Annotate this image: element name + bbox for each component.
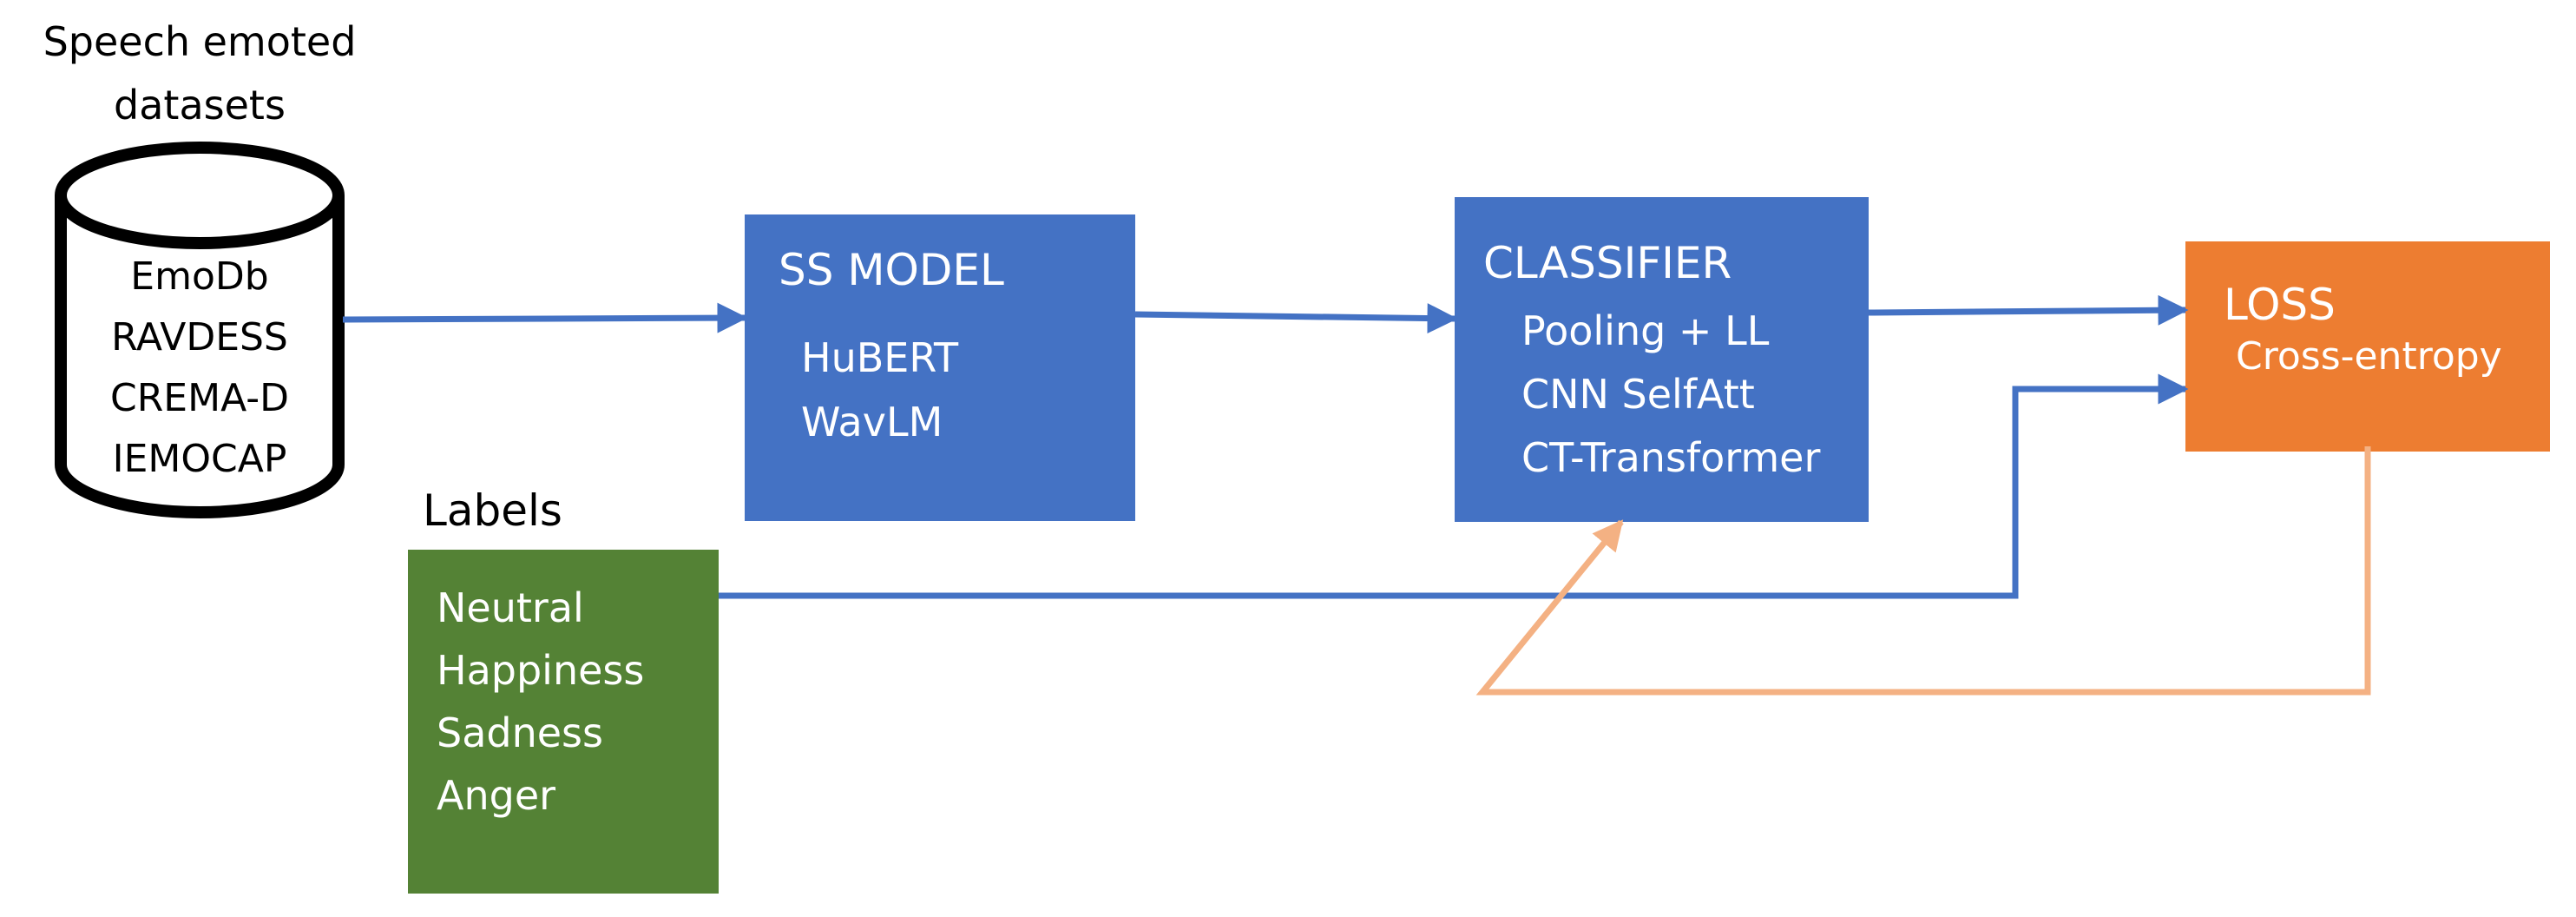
classifier-item-cnn-selfatt: CNN SelfAtt — [1521, 371, 1755, 418]
labels-box — [408, 550, 719, 894]
ss-model-item-hubert: HuBERT — [801, 334, 959, 381]
arrow-classifier-to-loss — [1868, 294, 2189, 326]
arrow-loss-feedback-to-classifier — [1475, 446, 2371, 696]
arrow-ssmodel-to-classifier — [1134, 303, 1458, 334]
dataset-item-iemocap: IEMOCAP — [113, 437, 287, 481]
loss-subtitle: Cross-entropy — [2236, 334, 2502, 379]
dataset-item-crema-d: CREMA-D — [110, 376, 289, 420]
classifier-item-pooling: Pooling + LL — [1521, 307, 1770, 354]
dataset-item-ravdess: RAVDESS — [111, 315, 288, 360]
label-item-neutral: Neutral — [437, 584, 584, 631]
classifier-item-ct-transformer: CT-Transformer — [1521, 434, 1820, 481]
dataset-title-line1: Speech emoted — [43, 18, 357, 65]
label-item-happiness: Happiness — [437, 647, 644, 694]
loss-box — [2185, 241, 2550, 452]
label-item-sadness: Sadness — [437, 709, 603, 756]
ss-model-item-wavlm: WavLM — [801, 399, 943, 445]
arrow-dataset-to-ssmodel — [342, 302, 748, 333]
database-cylinder-icon — [55, 142, 345, 518]
classifier-title: CLASSIFIER — [1483, 238, 1732, 288]
ss-model-title: SS MODEL — [779, 245, 1004, 295]
label-item-anger: Anger — [437, 772, 555, 819]
labels-heading: Labels — [423, 485, 562, 536]
arrow-labels-to-loss — [719, 373, 2189, 599]
dataset-item-emodb: EmoDb — [130, 254, 268, 299]
dataset-title-line2: datasets — [114, 82, 286, 129]
classifier-box — [1455, 197, 1869, 522]
loss-title: LOSS — [2224, 280, 2336, 330]
ss-model-box — [745, 214, 1135, 521]
